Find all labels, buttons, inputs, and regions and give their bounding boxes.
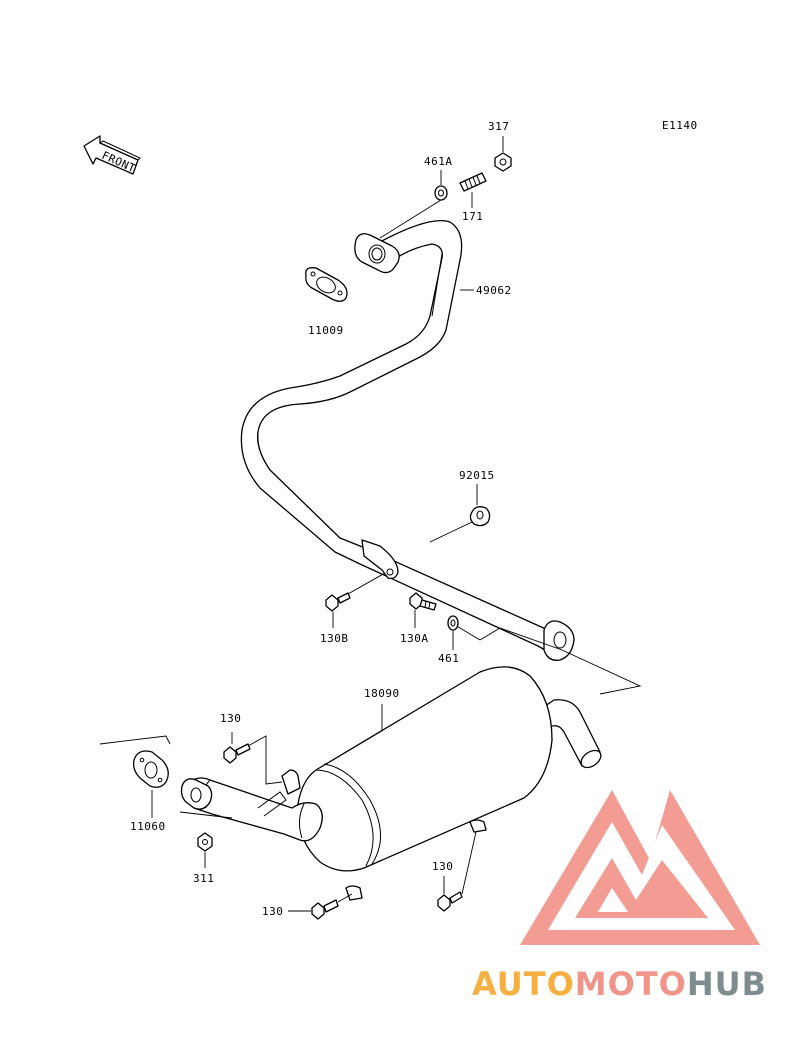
label-18090: 18090 xyxy=(364,687,400,700)
label-311: 311 xyxy=(193,872,214,885)
bolt-130-lower-right-icon xyxy=(437,891,463,912)
watermark-logo-icon xyxy=(520,790,760,945)
bolt-130a-icon xyxy=(409,592,437,611)
label-130-lower-left: 130 xyxy=(262,905,283,918)
label-130a: 130A xyxy=(400,632,429,645)
gasket-11009-icon xyxy=(305,267,348,302)
muffler-18090 xyxy=(180,666,602,901)
watermark-moto: MOTO xyxy=(575,965,687,1003)
collar-92015-icon xyxy=(469,506,491,527)
washer-461-icon xyxy=(447,615,459,631)
nut-311-icon xyxy=(197,832,213,852)
label-130b: 130B xyxy=(320,632,349,645)
washer-461a-icon xyxy=(434,185,448,201)
front-arrow-icon: FRONT xyxy=(83,135,141,175)
gasket-11060-icon xyxy=(132,750,169,788)
label-11009: 11009 xyxy=(308,324,344,337)
stud-171-icon xyxy=(459,172,487,192)
label-317: 317 xyxy=(488,120,509,133)
bolt-130-lower-left-icon xyxy=(311,899,339,920)
nut-317-icon xyxy=(494,152,512,172)
watermark-brand: AUTOMOTOHUB xyxy=(472,965,767,1003)
label-461: 461 xyxy=(438,652,459,665)
diagram-code: E1140 xyxy=(662,119,698,132)
label-92015: 92015 xyxy=(459,469,495,482)
label-130-upper: 130 xyxy=(220,712,241,725)
bolt-130-upper-icon xyxy=(223,743,251,764)
label-130-lower-right: 130 xyxy=(432,860,453,873)
label-461a: 461A xyxy=(424,155,453,168)
exhaust-pipe-49062 xyxy=(240,219,575,661)
watermark-auto: AUTO xyxy=(472,965,575,1003)
bolt-130b-icon xyxy=(325,592,351,612)
label-171: 171 xyxy=(462,210,483,223)
label-11060: 11060 xyxy=(130,820,166,833)
watermark-hub: HUB xyxy=(687,965,767,1003)
label-49062: 49062 xyxy=(476,284,512,297)
